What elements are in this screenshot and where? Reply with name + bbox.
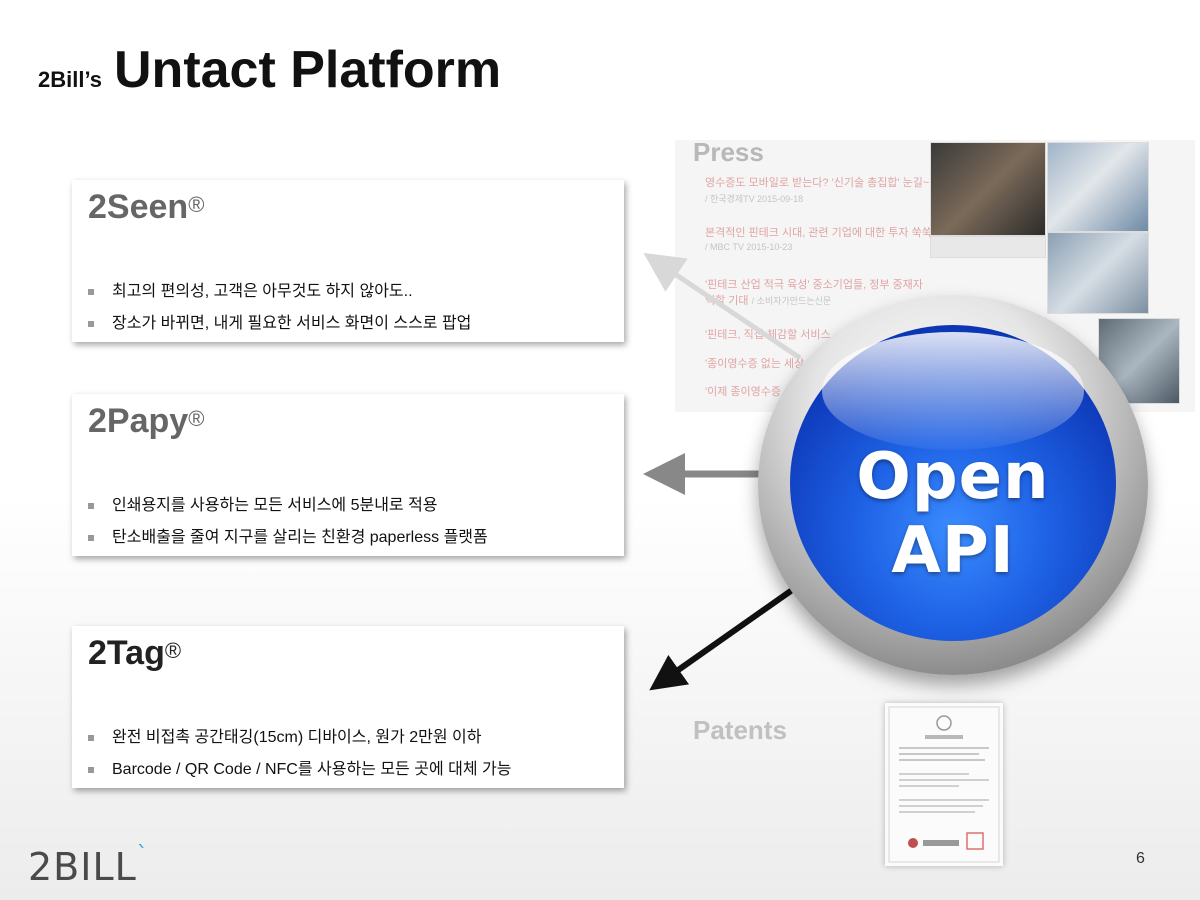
certificate-icon — [888, 706, 1000, 863]
patent-certificate-image — [885, 703, 1003, 866]
company-logo: 2BILL` — [28, 843, 149, 889]
news-item: '종이영수증 없는 세상 — [705, 358, 805, 370]
sphere-highlight — [822, 332, 1084, 450]
press-photo — [1047, 232, 1149, 314]
news-item: '핀테크 산업 적극 육성' 중소기업들, 정부 중재자 — [705, 279, 923, 291]
card-2seen: 2Seen® 최고의 편의성, 고객은 아무것도 하지 않아도.. 장소가 바뀌… — [72, 180, 624, 342]
card-2papy: 2Papy® 인쇄용지를 사용하는 모든 서비스에 5분내로 적용 탄소배출을 … — [72, 394, 624, 556]
bullet-icon — [88, 735, 94, 741]
bullet-icon — [88, 767, 94, 773]
bullet-item: 장소가 바뀌면, 내게 필요한 서비스 화면이 스스로 팝업 — [88, 308, 471, 340]
slide-title: 2Bill’s Untact Platform — [38, 40, 501, 100]
open-api-label: Open API — [856, 440, 1050, 588]
bullet-icon — [88, 321, 94, 327]
bullet-item: 탄소배출을 줄여 지구를 살리는 친환경 paperless 플랫폼 — [88, 522, 488, 554]
press-label: Press — [693, 137, 764, 167]
news-item: 영수증도 모바일로 받는다? '신기술 총집합' 눈길~/ 한국경제TV 201… — [705, 177, 930, 204]
bullet-item: Barcode / QR Code / NFC를 사용하는 모든 곳에 대체 가… — [88, 754, 511, 786]
bullet-icon — [88, 289, 94, 295]
press-photo — [930, 142, 1046, 236]
patents-label: Patents — [693, 715, 787, 745]
news-item: '이제 종이영수증 — [705, 386, 781, 398]
logo-accent-icon: ` — [136, 843, 149, 868]
card-2tag: 2Tag® 완전 비접촉 공간태깅(15cm) 디바이스, 원가 2만원 이하 … — [72, 626, 624, 788]
arrow-to-2seen — [643, 252, 802, 361]
card-title: 2Seen® — [88, 188, 205, 226]
bullet-item: 완전 비접촉 공간태깅(15cm) 디바이스, 원가 2만원 이하 — [88, 722, 511, 754]
title-text: Untact Platform — [114, 41, 502, 99]
news-item: 본격적인 핀테크 시대, 관련 기업에 대한 투자 쑥쑥↑/ MBC TV 20… — [705, 227, 935, 252]
press-photo-caption — [930, 236, 1046, 258]
brand-small-text: 2Bill’s — [38, 67, 102, 92]
bullet-icon — [88, 503, 94, 509]
bullet-item: 인쇄용지를 사용하는 모든 서비스에 5분내로 적용 — [88, 490, 488, 522]
page-number: 6 — [1136, 850, 1145, 867]
card-title: 2Papy® — [88, 402, 205, 440]
bullet-icon — [88, 535, 94, 541]
card-title: 2Tag® — [88, 634, 182, 672]
arrow-to-2tag — [649, 585, 797, 691]
press-photo — [1047, 142, 1149, 232]
bullet-item: 최고의 편의성, 고객은 아무것도 하지 않아도.. — [88, 276, 471, 308]
